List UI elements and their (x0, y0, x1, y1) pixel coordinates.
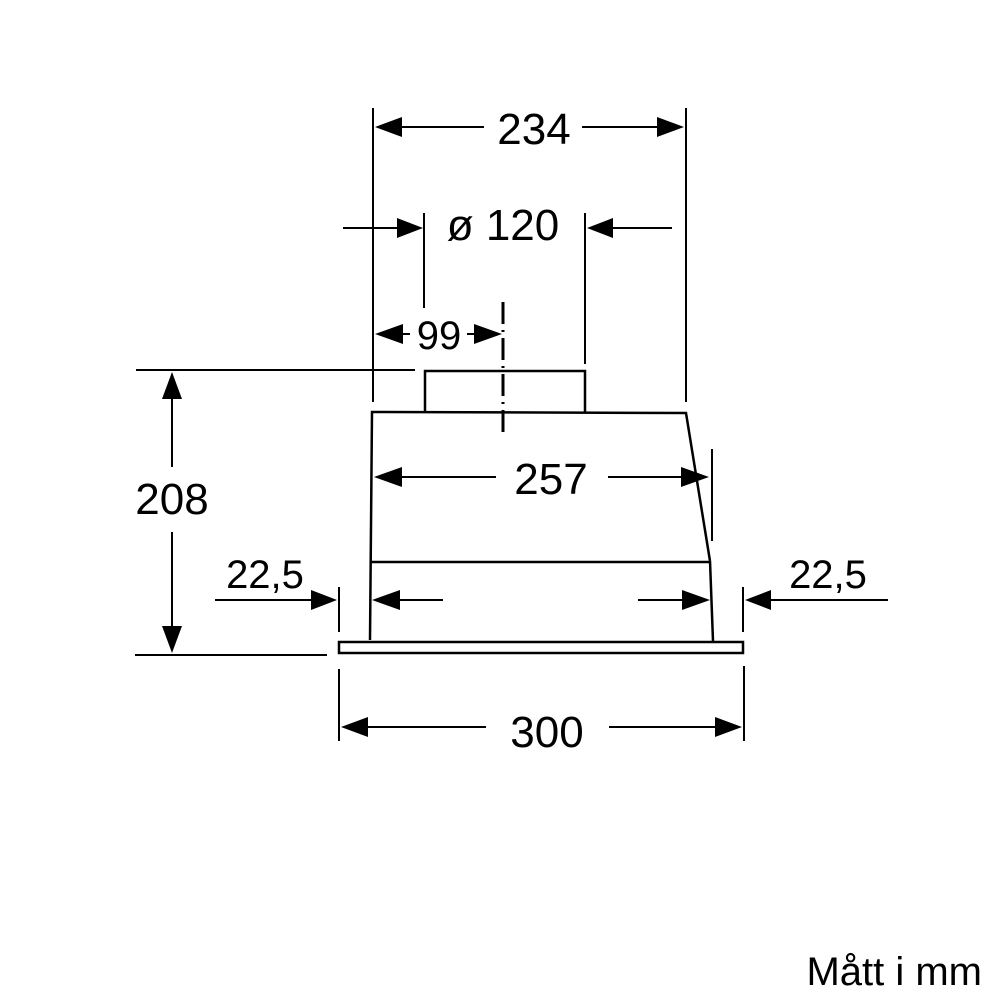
arrowhead-down-icon (162, 626, 182, 653)
arrowhead-left-icon (375, 117, 402, 137)
arrowhead-left-icon (374, 467, 402, 487)
dimension-label-22-5-left: 22,5 (226, 553, 304, 597)
arrowhead-right-icon (715, 717, 742, 737)
arrowhead-right-icon (311, 590, 337, 610)
dimension-22-5-left: 22,5 (215, 553, 340, 632)
dimension-label-22-5-right: 22,5 (789, 553, 867, 597)
hood-right-lower-edge (708, 560, 715, 642)
dimension-234: 234 (372, 105, 687, 402)
dimension-label-duct-diameter: ø 120 (447, 201, 560, 250)
dimension-label-234: 234 (497, 105, 570, 154)
inner-inset-arrows (372, 590, 710, 610)
hood-outline (337, 302, 745, 655)
arrowhead-left-icon (375, 324, 403, 344)
dimension-22-5-right: 22,5 (742, 553, 888, 632)
hood-body-upper (368, 410, 712, 641)
dimension-duct-diameter: ø 120 (343, 201, 672, 364)
dimension-label-257: 257 (514, 455, 587, 504)
dimension-257: 257 (374, 449, 713, 541)
arrowhead-left-icon (745, 590, 771, 610)
dimension-label-208: 208 (135, 475, 208, 524)
arrowhead-right-icon (474, 324, 502, 344)
dimension-300: 300 (338, 666, 745, 757)
arrowhead-right-icon (657, 117, 684, 137)
arrowhead-right-icon (682, 590, 710, 610)
duct-collar (423, 369, 587, 412)
base-plate (337, 640, 745, 655)
arrowhead-left-icon (372, 590, 400, 610)
dimension-label-99: 99 (417, 314, 462, 358)
dimension-label-300: 300 (510, 708, 583, 757)
dimension-99: 99 (375, 314, 502, 358)
arrowhead-left-icon (587, 218, 613, 238)
dimension-208: 208 (135, 369, 415, 656)
unit-note: Mått i mm (806, 950, 982, 994)
arrowhead-right-icon (681, 467, 709, 487)
arrowhead-up-icon (162, 372, 182, 399)
arrowhead-left-icon (341, 717, 368, 737)
arrowhead-right-icon (397, 218, 423, 238)
